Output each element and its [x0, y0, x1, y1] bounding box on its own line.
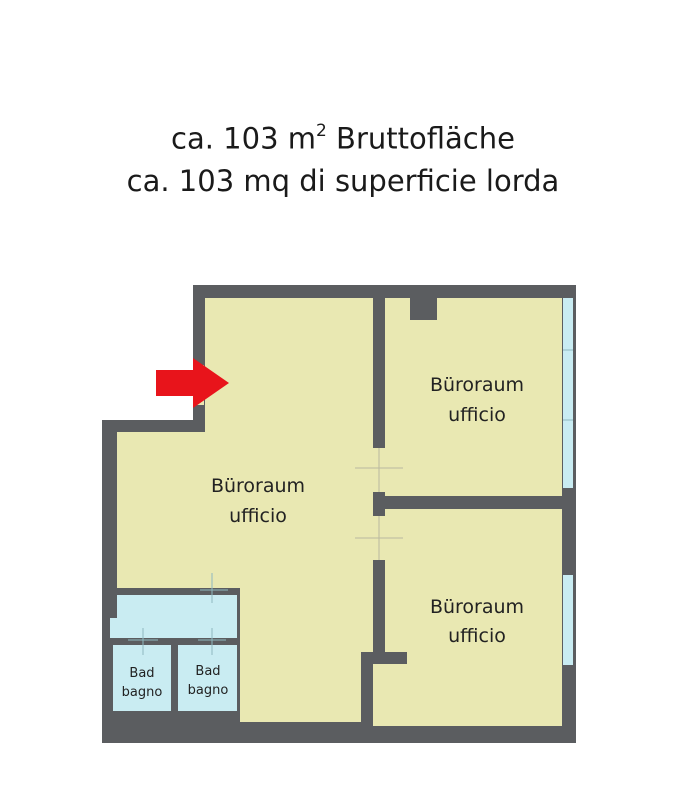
area-unit-superscript: 2 [316, 121, 327, 141]
area-line-de: ca. 103 m2 Bruttofläche [0, 112, 686, 160]
room-label-top-right-de: Büroraum [430, 374, 524, 396]
floor-bath-right [178, 645, 237, 711]
floor-office-top-right [385, 298, 562, 496]
floor-areas [110, 298, 562, 726]
window-bottom [563, 575, 573, 665]
room-label-bath-right-de: Bad [195, 664, 220, 679]
floor-office-bottom-right [373, 509, 562, 726]
area-label-de: Bruttofläche [326, 121, 515, 156]
room-label-bath-right-it: bagno [188, 683, 229, 698]
area-line-it: ca. 103 mq di superficie lorda [126, 163, 560, 198]
room-label-top-right-it: ufficio [448, 404, 506, 426]
entrance-arrow-icon [156, 358, 229, 408]
area-title: ca. 103 m2 Bruttofläche ca. 103 mq di su… [0, 112, 686, 202]
window-top [563, 298, 573, 488]
floor-main-office [117, 298, 373, 722]
door-marks [128, 448, 403, 655]
room-label-bath-left-de: Bad [129, 666, 154, 681]
room-label-bath-left-it: bagno [122, 685, 163, 700]
room-label-bottom-right-it: ufficio [448, 625, 506, 647]
area-value-de: ca. 103 m [171, 121, 317, 156]
room-label-main-de: Büroraum [211, 475, 305, 497]
room-label-bottom-right-de: Büroraum [430, 596, 524, 618]
floor-bath-nook [110, 618, 120, 638]
floor-bath-corridor [117, 595, 237, 638]
room-label-main-it: ufficio [229, 505, 287, 527]
floor-bath-left [113, 645, 171, 711]
